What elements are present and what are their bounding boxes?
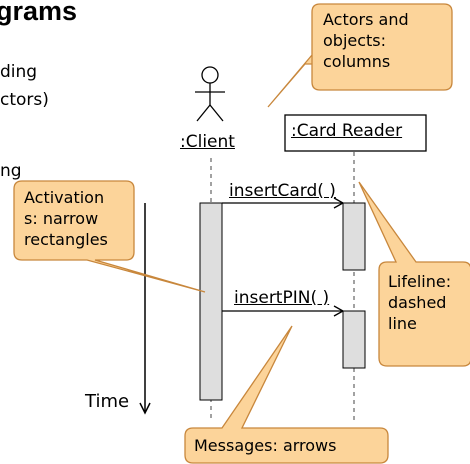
callout-actors-objects-text: Actors and objects: columns [323, 9, 409, 72]
callout-lifeline-text: Lifeline: dashed line [388, 271, 451, 334]
slide-text-line-1: ding [0, 62, 38, 82]
object-box [284, 114, 427, 152]
client-activation [199, 202, 223, 401]
slide-text-line-2: ctors) [0, 90, 49, 110]
callout-messages-text: Messages: arrows [194, 436, 337, 455]
callout-line: Activation [24, 188, 105, 207]
callout-activations [13, 180, 206, 293]
time-arrow [139, 203, 151, 415]
slide-title: grams [0, 0, 78, 26]
object-label: :Card Reader [291, 121, 403, 141]
message-arrow-2 [222, 305, 345, 317]
message-arrow-1 [222, 197, 345, 209]
time-label: Time [85, 391, 130, 412]
callout-line: rectangles [24, 230, 108, 249]
callout-line: s: narrow [24, 209, 99, 228]
message-label-1: insertCard( ) [229, 181, 336, 201]
callout-line: dashed [388, 293, 447, 312]
callout-activations-text: Activation s: narrow rectangles [24, 187, 108, 250]
slide-text-line-3: ng [0, 161, 22, 181]
callout-actors-objects [267, 3, 453, 108]
message-label-2: insertPIN( ) [234, 288, 330, 308]
reader-activation-1 [342, 202, 366, 271]
callout-line: Actors and [323, 10, 409, 29]
callout-lifeline [358, 181, 470, 367]
callout-line: line [388, 314, 417, 333]
callout-messages [184, 325, 389, 464]
reader-activation-2 [342, 310, 366, 369]
callout-line: Lifeline: [388, 272, 452, 291]
callout-line: columns [323, 52, 391, 71]
actor-label: :Client [180, 132, 235, 152]
actor-icon [195, 66, 225, 122]
callout-line: objects: [323, 31, 387, 50]
